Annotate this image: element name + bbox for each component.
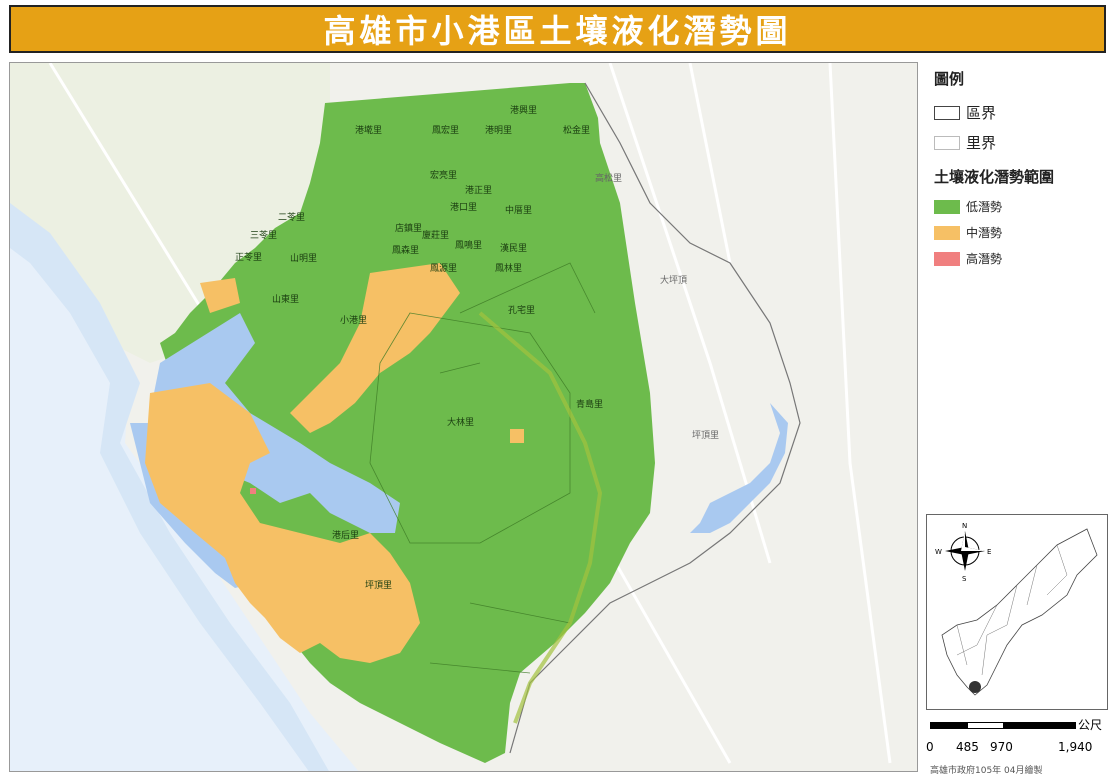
- low-potential-swatch: [934, 199, 960, 214]
- inset-svg: N S E W: [935, 522, 1098, 696]
- svg-text:廈莊里: 廈莊里: [422, 229, 449, 241]
- svg-text:山明里: 山明里: [290, 253, 317, 264]
- legend-item-label: 區界: [966, 104, 997, 122]
- svg-text:青島里: 青島里: [576, 398, 603, 410]
- legend-item-medium: 中潛勢: [934, 224, 1002, 241]
- scale-segment-3: [1004, 722, 1076, 729]
- legend-potential-heading: 土壤液化潛勢範圍: [934, 168, 1055, 186]
- inset-district-lines: [956, 544, 1068, 676]
- svg-text:鳳源里: 鳳源里: [430, 263, 457, 274]
- medium-potential-zone-small: [200, 278, 240, 313]
- legend-item-label: 里界: [966, 134, 997, 152]
- legend-item-label: 高潛勢: [966, 252, 1003, 266]
- compass-w: W: [935, 548, 942, 556]
- scale-bar: 公尺 0 485 970 1,940: [926, 716, 1110, 756]
- svg-text:鳳森里: 鳳森里: [392, 244, 419, 256]
- svg-text:二苓里: 二苓里: [278, 211, 305, 223]
- svg-text:高松里: 高松里: [595, 172, 622, 184]
- svg-text:店鎮里: 店鎮里: [395, 222, 422, 234]
- svg-text:孔宅里: 孔宅里: [508, 304, 535, 316]
- svg-text:漢民里: 漢民里: [500, 242, 527, 254]
- scale-unit: 公尺: [1078, 718, 1103, 732]
- medium-potential-swatch: [934, 225, 960, 240]
- map-canvas[interactable]: 港墘里 鳳宏里 港明里 港興里 松金里 宏亮里 港正里 港口里 中厝里 二苓里 …: [9, 62, 918, 772]
- medium-potential-patch: [510, 429, 524, 443]
- compass-s: S: [962, 575, 967, 583]
- svg-text:三苓里: 三苓里: [250, 229, 277, 241]
- legend-item-label: 低潛勢: [966, 200, 1003, 214]
- svg-text:宏亮里: 宏亮里: [430, 169, 457, 181]
- district-boundary: [509, 82, 801, 754]
- village-boundary-swatch: [934, 135, 960, 150]
- medium-potential-zone-north: [290, 263, 460, 433]
- map-title-bar: 高雄市小港區土壤液化潛勢圖: [9, 5, 1106, 53]
- svg-text:大坪頂: 大坪頂: [660, 274, 687, 286]
- map-legend: 圖例 區界 里界 土壤液化潛勢範圍 低潛勢 中潛勢 高潛勢: [926, 62, 1110, 502]
- svg-text:港墘里: 港墘里: [355, 124, 382, 136]
- svg-text:鳳林里: 鳳林里: [495, 262, 522, 274]
- scale-tick-0: 0: [926, 740, 934, 754]
- svg-text:港興里: 港興里: [510, 104, 537, 116]
- svg-text:港口里: 港口里: [450, 201, 477, 213]
- legend-item-village-boundary: 里界: [934, 132, 996, 153]
- compass-e: E: [987, 548, 991, 556]
- siaogang-location-marker: [969, 681, 981, 693]
- svg-text:正苓里: 正苓里: [235, 251, 262, 263]
- legend-item-high: 高潛勢: [934, 250, 1002, 267]
- compass-n: N: [962, 522, 967, 530]
- basemap-coast: [10, 203, 329, 771]
- reservoir-water: [690, 403, 788, 533]
- compass-rose-icon: N S E W: [935, 522, 991, 583]
- svg-text:中厝里: 中厝里: [505, 204, 532, 216]
- svg-text:港正里: 港正里: [465, 184, 492, 196]
- medium-potential-zone-south: [145, 383, 420, 663]
- kaohsiung-outline: [941, 528, 1098, 696]
- svg-text:坪頂里: 坪頂里: [692, 430, 719, 441]
- legend-item-label: 中潛勢: [966, 226, 1003, 240]
- locator-inset-map: N S E W: [926, 514, 1108, 710]
- legend-item-low: 低潛勢: [934, 198, 1002, 215]
- svg-text:大林里: 大林里: [447, 416, 474, 428]
- svg-text:鳳鳴里: 鳳鳴里: [455, 239, 482, 251]
- village-labels: 港墘里 鳳宏里 港明里 港興里 松金里 宏亮里 港正里 港口里 中厝里 二苓里 …: [235, 104, 719, 591]
- scale-tick-3: 1,940: [1058, 740, 1093, 754]
- legend-heading: 圖例: [934, 70, 965, 88]
- village-boundaries: [369, 262, 596, 674]
- harbor-water: [150, 313, 400, 533]
- scale-tick-1: 485: [956, 740, 979, 754]
- scale-segment-2: [967, 722, 1004, 729]
- scale-tick-2: 970: [990, 740, 1013, 754]
- svg-text:小港里: 小港里: [340, 314, 367, 326]
- map-svg: 港墘里 鳳宏里 港明里 港興里 松金里 宏亮里 港正里 港口里 中厝里 二苓里 …: [10, 63, 917, 771]
- map-credit: 高雄市政府105年 04月繪製: [930, 766, 1043, 776]
- high-potential-spot: [250, 488, 256, 494]
- svg-text:港后里: 港后里: [332, 529, 359, 541]
- main-road: [478, 311, 603, 724]
- svg-text:鳳宏里: 鳳宏里: [432, 124, 459, 136]
- district-boundary-swatch: [934, 105, 960, 120]
- svg-text:港明里: 港明里: [485, 124, 512, 136]
- map-title: 高雄市小港區土壤液化潛勢圖: [323, 12, 792, 50]
- legend-item-district-boundary: 區界: [934, 102, 996, 123]
- svg-text:山東里: 山東里: [272, 293, 299, 305]
- svg-text:松金里: 松金里: [563, 124, 590, 136]
- svg-text:坪頂里: 坪頂里: [365, 580, 392, 591]
- scale-segment-1: [930, 722, 967, 729]
- high-potential-swatch: [934, 251, 960, 266]
